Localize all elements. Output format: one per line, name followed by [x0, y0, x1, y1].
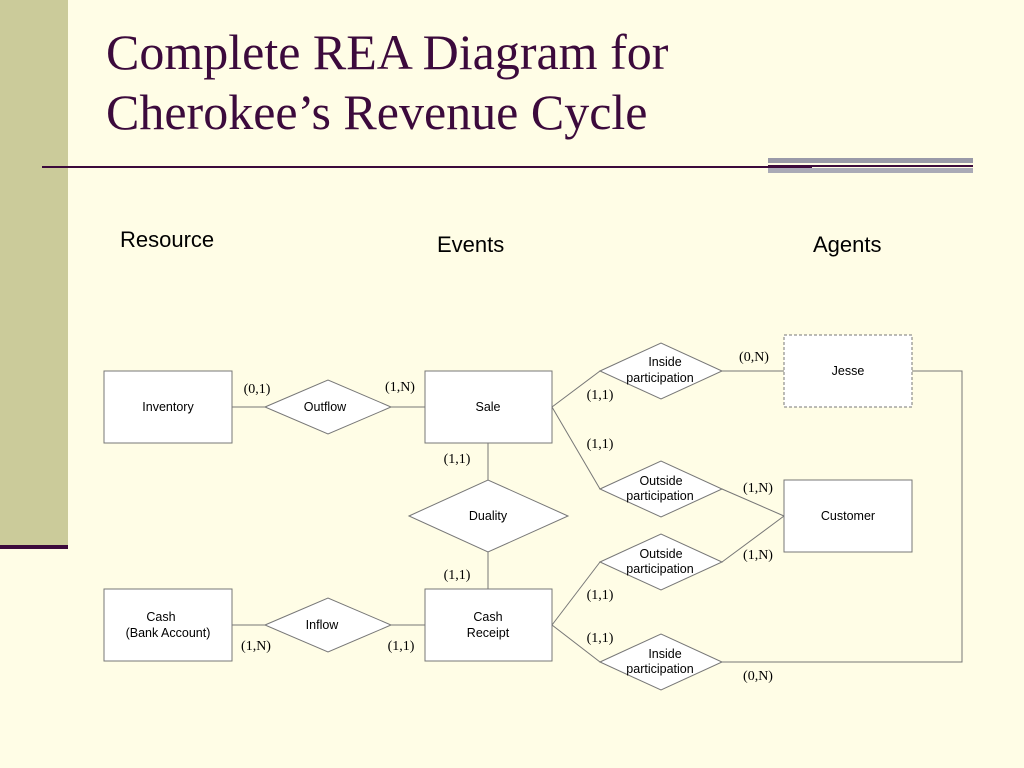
title-decoration-bars [768, 158, 973, 178]
decoration-bar-middle [768, 165, 973, 167]
relationship-duality [407, 479, 570, 553]
entity-jesse [783, 334, 913, 408]
label-receipt-inside-line-2: participation [626, 662, 693, 676]
entity-labels: Inventory Sale Jesse Customer Cash (Bank… [126, 364, 875, 640]
label-outflow: Outflow [304, 400, 347, 414]
relationship-sale-outside-participation [598, 460, 724, 518]
label-sale-inside-line-2: participation [626, 371, 693, 385]
decoration-bar-bottom [768, 168, 973, 173]
entity-customer [783, 479, 913, 553]
label-sale: Sale [475, 400, 500, 414]
label-duality: Duality [469, 509, 508, 523]
label-cash-receipt-line-1: Cash [473, 610, 502, 624]
card-jesse-sale-inside: (0,N) [739, 350, 769, 365]
relationship-receipt-outside-participation [598, 533, 724, 591]
label-cash-line-2: (Bank Account) [126, 626, 211, 640]
label-jesse: Jesse [832, 364, 865, 378]
line-jesse-receipt-inside [722, 370, 963, 663]
line-receipt-inside [551, 624, 601, 663]
line-receipt-outside [551, 561, 601, 626]
relationship-inflow [263, 597, 393, 653]
entity-boxes [103, 334, 913, 662]
label-receipt-outside-line-1: Outside [639, 547, 682, 561]
label-receipt-inside-line-1: Inside [648, 647, 681, 661]
relationship-receipt-inside-participation [598, 633, 724, 691]
label-cash-receipt-line-2: Receipt [467, 626, 510, 640]
entity-cash [103, 588, 233, 662]
entity-sale [424, 370, 553, 444]
column-heading-events: Events [437, 232, 505, 257]
label-receipt-outside-line-2: participation [626, 562, 693, 576]
card-receipt-inside: (1,1) [587, 631, 614, 646]
entity-cash-receipt [424, 588, 553, 662]
line-sale-outside [551, 406, 601, 490]
relationship-outflow [263, 379, 393, 435]
card-cash-inflow: (1,N) [241, 639, 271, 654]
label-cash-line-1: Cash [146, 610, 175, 624]
label-sale-outside-line-1: Outside [639, 474, 682, 488]
card-jesse-receipt-inside: (0,N) [743, 669, 773, 684]
slide-title-line-1: Complete REA Diagram for [106, 24, 669, 80]
line-receipt-outside-customer [721, 515, 785, 563]
entity-inventory [103, 370, 233, 444]
relationship-diamonds [263, 342, 724, 691]
card-customer-receipt-outside: (1,N) [743, 548, 773, 563]
column-heading-agents: Agents [813, 232, 882, 257]
relationship-sale-inside-participation [598, 342, 724, 400]
slide-title: Complete REA Diagram for Cherokee’s Reve… [106, 22, 806, 142]
column-heading-resource: Resource [120, 227, 215, 252]
card-sale-duality: (1,1) [444, 452, 471, 467]
label-sale-inside-line-1: Inside [648, 355, 681, 369]
connector-lines [232, 370, 963, 663]
line-sale-inside [551, 370, 601, 408]
label-sale-outside-line-2: participation [626, 489, 693, 503]
card-customer-sale-outside: (1,N) [743, 481, 773, 496]
title-underline [42, 166, 812, 168]
card-sale-outflow: (1,N) [385, 380, 415, 395]
decoration-bar-top [768, 158, 973, 163]
card-sale-inside: (1,1) [587, 388, 614, 403]
left-accent-rule [0, 545, 68, 549]
label-inflow: Inflow [306, 618, 340, 632]
card-sale-outside: (1,1) [587, 437, 614, 452]
card-receipt-duality: (1,1) [444, 568, 471, 583]
left-accent-bar [0, 0, 68, 546]
card-receipt-outside: (1,1) [587, 588, 614, 603]
label-customer: Customer [821, 509, 875, 523]
card-inventory-outflow: (0,1) [244, 382, 271, 397]
relationship-labels: Outflow Inflow Duality Inside participat… [304, 355, 694, 676]
card-receipt-inflow: (1,1) [388, 639, 415, 654]
slide-title-line-2: Cherokee’s Revenue Cycle [106, 84, 648, 140]
line-outside-customer [721, 488, 785, 517]
cardinality-labels: (0,1) (1,N) (1,1) (1,1) (1,N) (1,1) (1,1… [241, 350, 773, 684]
label-inventory: Inventory [142, 400, 194, 414]
